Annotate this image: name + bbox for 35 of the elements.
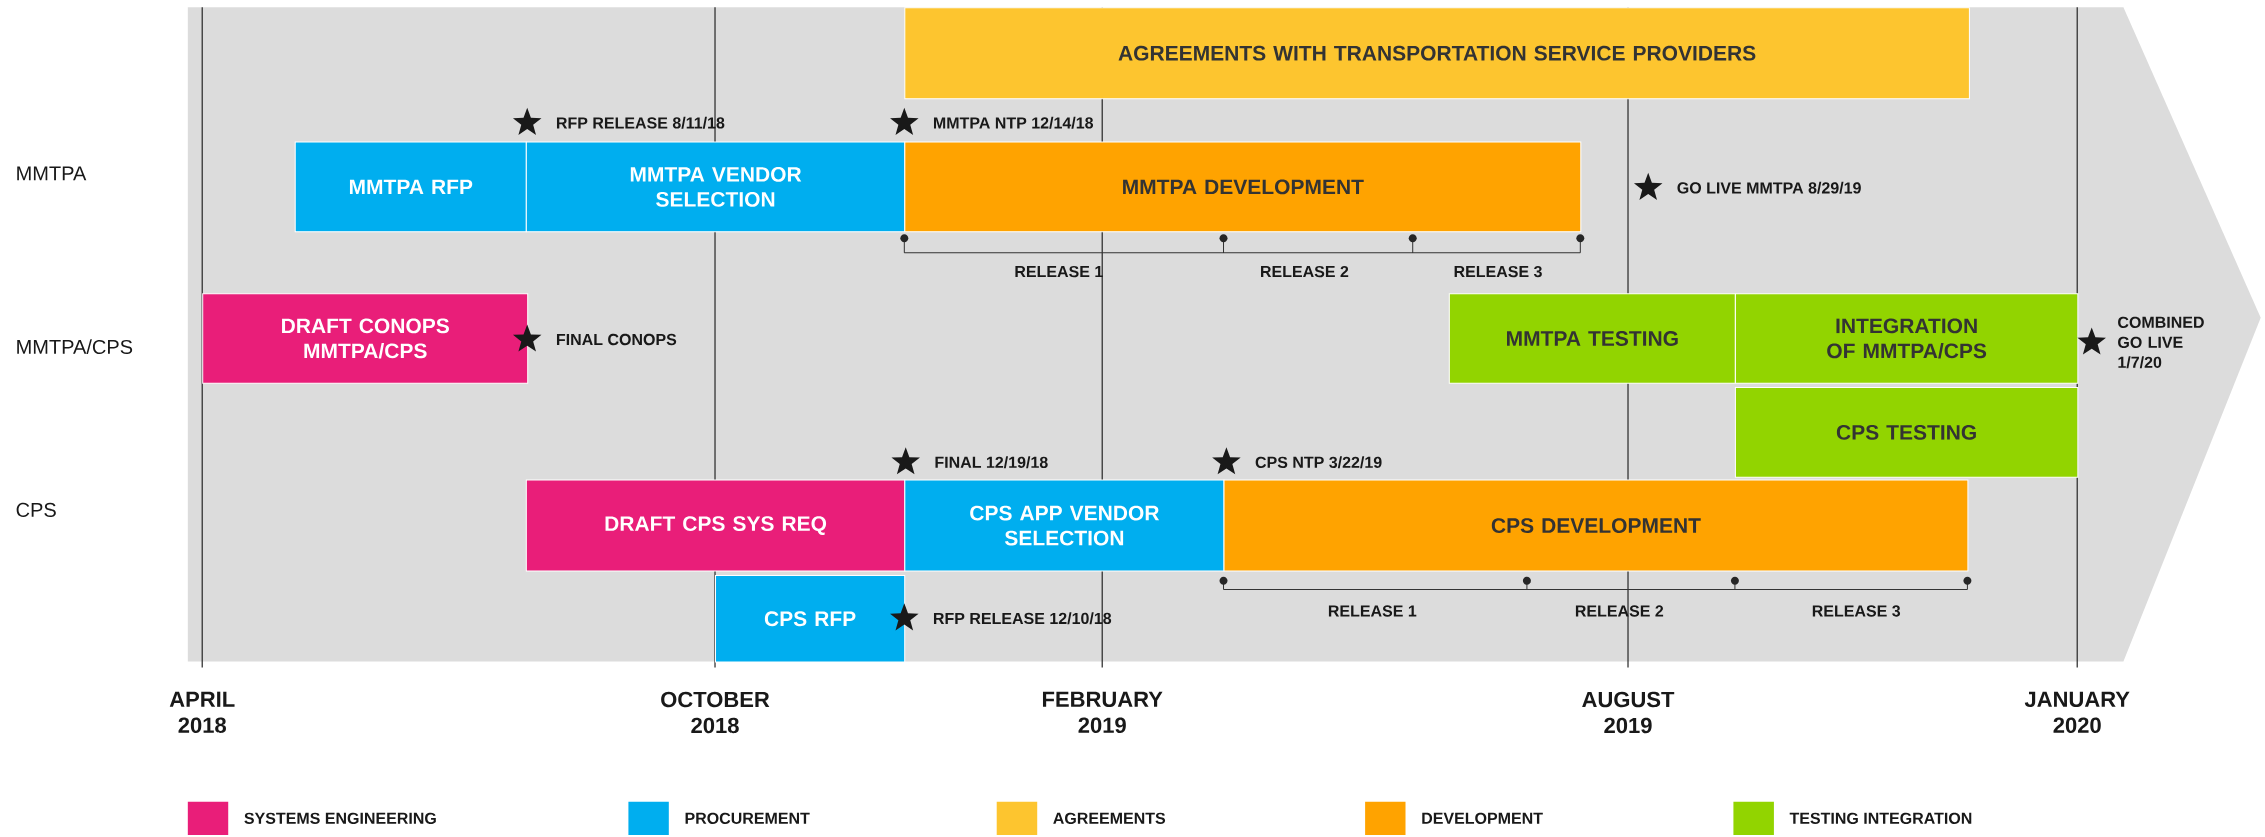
milestone-label: FINAL CONOPS — [557, 333, 677, 346]
milestone-label: FINAL 12/19/18 — [935, 456, 1048, 469]
task-bar: INTEGRATION OF MMTPA/CPS — [1734, 293, 2079, 384]
legend-label: PROCUREMENT — [685, 812, 810, 824]
milestone-label: COMBINED GO LIVE 1/7/20 — [2118, 316, 2204, 369]
legend-label: AGREEMENTS — [1053, 812, 1166, 824]
task-bar: CPS DEVELOPMENT — [1223, 479, 1969, 572]
legend-label: DEVELOPMENT — [1422, 812, 1543, 824]
release-label: RELEASE 3 — [1812, 605, 1901, 617]
task-bar: CPS TESTING — [1734, 387, 2079, 478]
date-label: OCTOBER 2018 — [661, 691, 770, 734]
milestone-label: CPS NTP 3/22/19 — [1255, 456, 1382, 469]
task-bar: MMTPA TESTING — [1448, 293, 1736, 384]
date-label: JANUARY 2020 — [2024, 691, 2130, 734]
release-label: RELEASE 3 — [1454, 265, 1542, 278]
date-label: AUGUST 2019 — [1582, 691, 1675, 734]
milestone-label: GO LIVE MMTPA 8/29/19 — [1677, 181, 1861, 194]
date-label: APRIL 2018 — [169, 691, 235, 734]
row-label: CPS — [16, 502, 56, 517]
milestone-label: MMTPA NTP 12/14/18 — [934, 116, 1094, 129]
release-label: RELEASE 2 — [1261, 265, 1349, 278]
legend-label: SYSTEMS ENGINEERING — [244, 812, 436, 824]
task-bar: DRAFT CPS SYS REQ — [525, 479, 906, 572]
task-bar: MMTPA RFP — [294, 141, 527, 233]
row-label: MMTPA — [17, 166, 87, 181]
task-bar: CPS APP VENDOR SELECTION — [904, 479, 1225, 572]
row-label: MMTPA/CPS — [17, 339, 133, 354]
release-label: RELEASE 1 — [1328, 605, 1417, 617]
date-label: FEBRUARY 2019 — [1043, 691, 1163, 734]
task-bar: MMTPA VENDOR SELECTION — [525, 141, 906, 233]
task-bar: MMTPA DEVELOPMENT — [904, 141, 1582, 233]
task-bar: CPS RFP — [715, 574, 906, 663]
task-bar: AGREEMENTS WITH TRANSPORTATION SERVICE PROVIDERS — [904, 7, 1970, 100]
legend-label: TESTING INTEGRATION — [1789, 812, 1972, 824]
task-bar: DRAFT CONOPS MMTPA/CPS — [202, 293, 529, 384]
